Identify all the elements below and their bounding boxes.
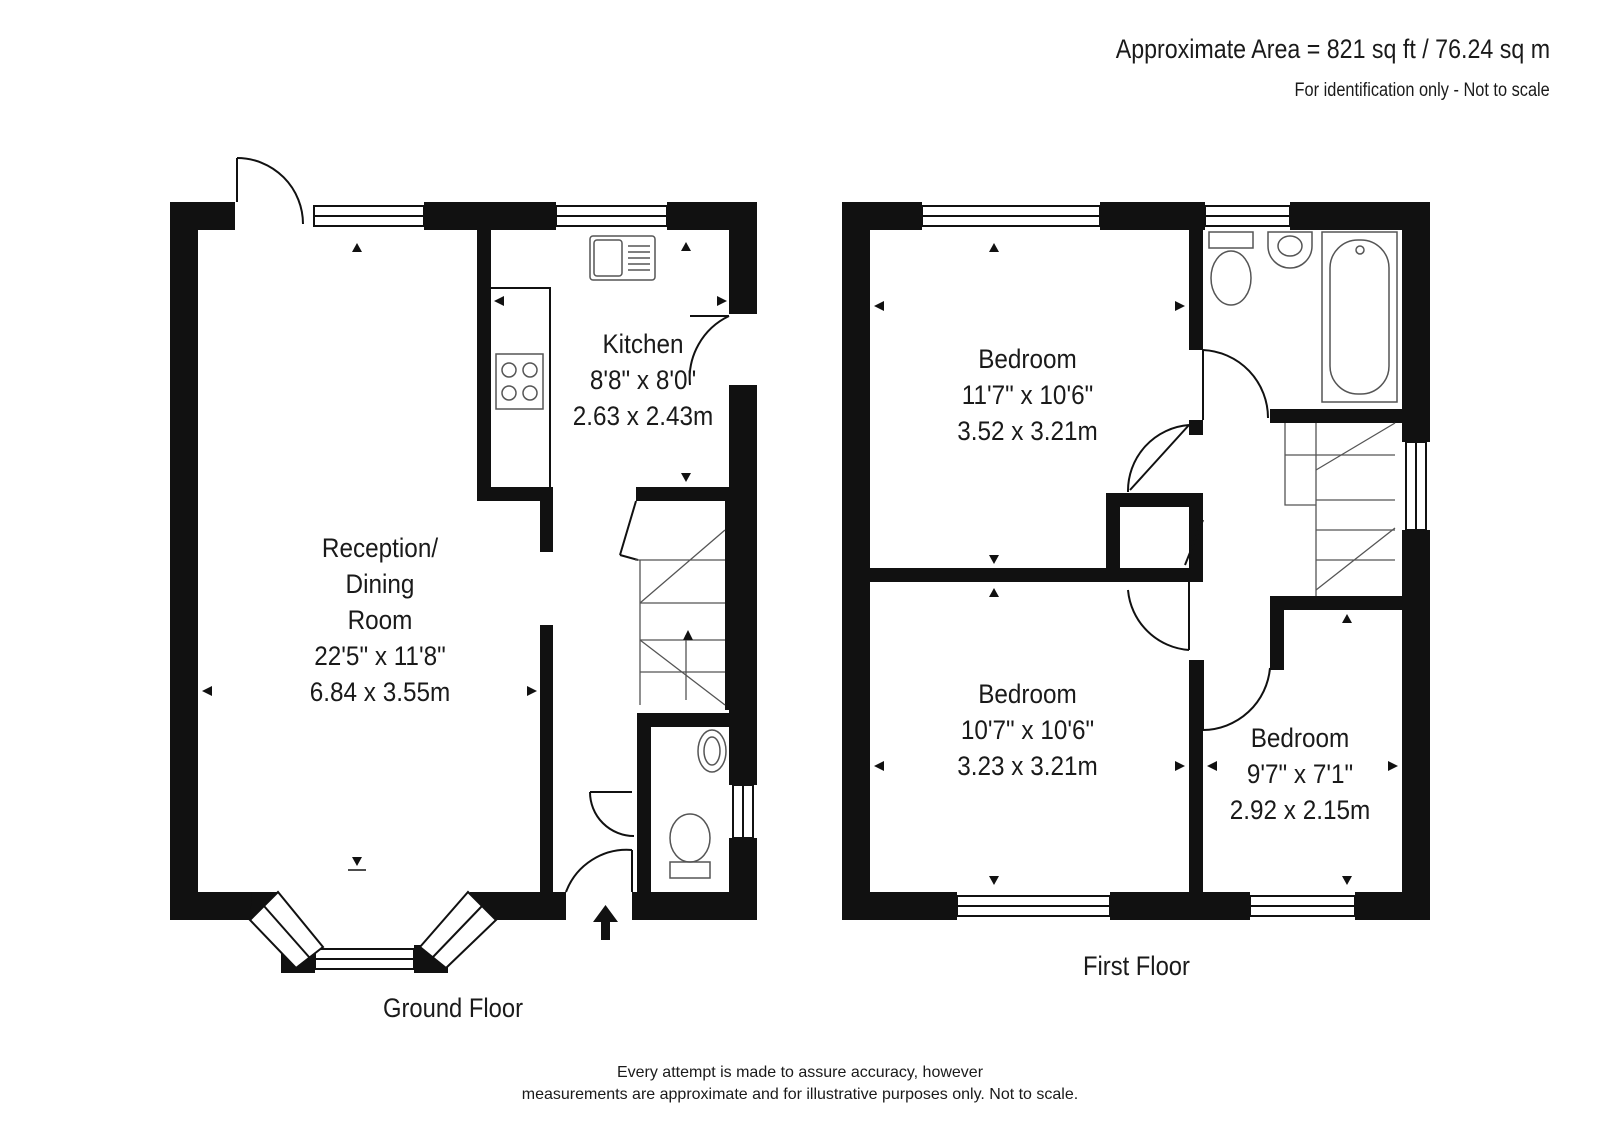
kitchen-sink-icon <box>589 235 656 281</box>
first-floor-dimension-arrows <box>874 243 1398 885</box>
first-floor-plan <box>842 202 1430 920</box>
toilet-icon <box>669 813 711 863</box>
ground-floor-label: Ground Floor <box>383 993 523 1023</box>
ground-floor-fixtures <box>495 235 727 879</box>
bedroom1-imperial: 11'7" x 10'6" <box>961 380 1094 410</box>
reception-metric: 6.84 x 3.55m <box>309 677 451 707</box>
first-floor-stairs <box>1284 422 1396 596</box>
reception-name-line3: Room <box>347 605 413 635</box>
bath-icon <box>1321 231 1398 403</box>
ground-floor-windows <box>248 205 754 970</box>
hob-icon <box>495 353 544 410</box>
wc-basin-icon <box>697 729 727 773</box>
reception-name-line2: Dining <box>345 569 415 599</box>
reception-imperial: 22'5" x 11'8" <box>314 641 446 671</box>
bedroom2-name: Bedroom <box>978 679 1077 709</box>
bedroom1-label: Bedroom 11'7" x 10'6" 3.52 x 3.21m <box>920 341 1135 449</box>
bedroom2-imperial: 10'7" x 10'6" <box>960 715 1095 745</box>
first-floor-windows <box>921 205 1427 917</box>
bedroom1-name: Bedroom <box>978 344 1077 374</box>
bedroom3-label: Bedroom 9'7" x 7'1" 2.92 x 2.15m <box>1200 720 1400 828</box>
toilet-icon <box>1208 231 1254 249</box>
kitchen-metric: 2.63 x 2.43m <box>572 401 714 431</box>
ground-floor-dimension-arrows <box>202 242 727 940</box>
ground-floor-doors <box>236 157 730 893</box>
disclaimer-line-2: measurements are approximate and for ill… <box>521 1086 1079 1103</box>
bedroom3-imperial: 9'7" x 7'1" <box>1246 759 1354 789</box>
ground-floor-stairs <box>635 529 726 706</box>
bedroom2-label: Bedroom 10'7" x 10'6" 3.23 x 3.21m <box>920 676 1135 784</box>
bedroom3-name: Bedroom <box>1250 723 1350 753</box>
kitchen-imperial: 8'8" x 8'0" <box>589 365 697 395</box>
basin-icon <box>1267 231 1313 269</box>
identification-note: For identification only - Not to scale <box>1294 80 1550 101</box>
first-floor-doors <box>1126 349 1271 731</box>
first-floor-label: First Floor <box>1083 951 1190 981</box>
approximate-area-text: Approximate Area = 821 sq ft / 76.24 sq … <box>1115 34 1550 64</box>
kitchen-label: Kitchen 8'8" x 8'0" 2.63 x 2.43m <box>548 326 738 434</box>
kitchen-name: Kitchen <box>602 329 684 359</box>
bedroom1-metric: 3.52 x 3.21m <box>957 416 1098 446</box>
bedroom3-metric: 2.92 x 2.15m <box>1229 795 1371 825</box>
reception-name-line1: Reception/ <box>321 533 439 563</box>
disclaimer-line-1: Every attempt is made to assure accuracy… <box>616 1064 984 1081</box>
reception-label: Reception/ Dining Room 22'5" x 11'8" 6.8… <box>260 530 500 710</box>
ground-floor-walls <box>170 202 757 973</box>
first-floor-fixtures <box>1208 231 1398 403</box>
bedroom2-metric: 3.23 x 3.21m <box>957 751 1098 781</box>
ground-floor-plan <box>170 157 757 973</box>
first-floor-walls <box>842 202 1430 920</box>
